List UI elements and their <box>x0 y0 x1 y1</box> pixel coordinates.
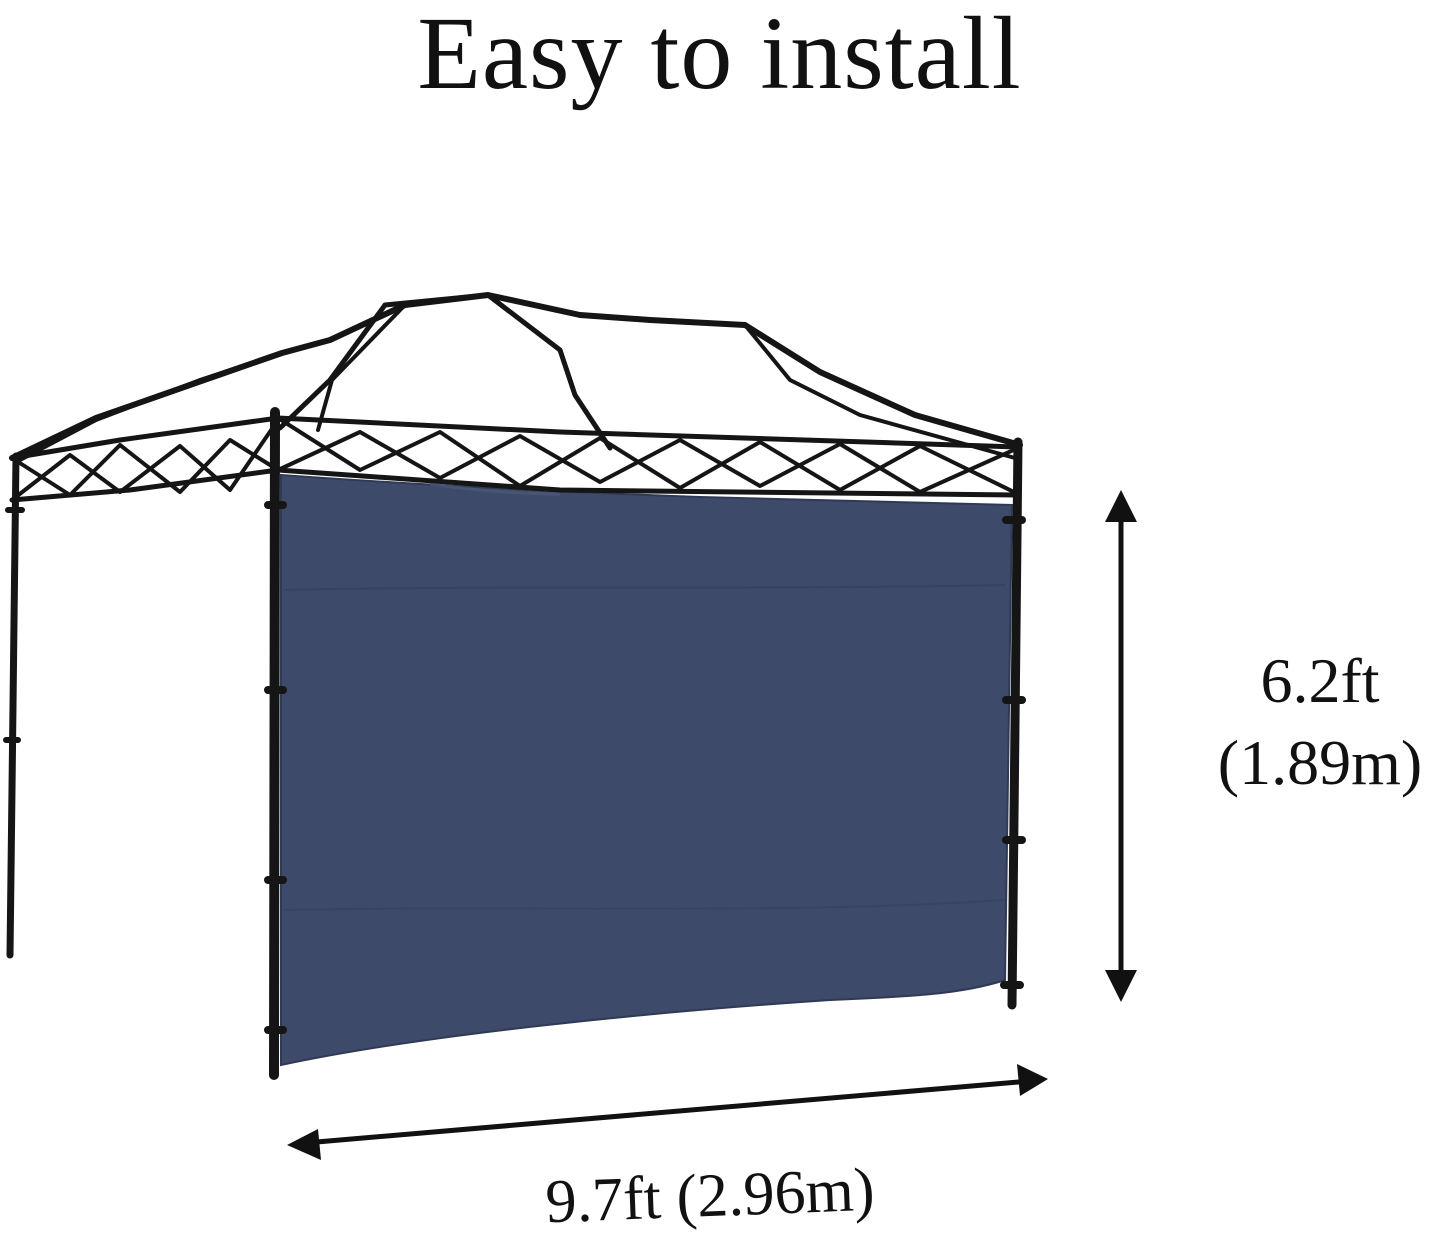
height-ft-label: 6.2ft <box>1260 645 1380 716</box>
page-title: Easy to install <box>417 0 1022 111</box>
width-arrow <box>287 1064 1048 1160</box>
arrow-down-icon <box>1105 970 1137 1002</box>
arrow-up-icon <box>1105 490 1137 522</box>
arrow-right-icon <box>1017 1064 1048 1096</box>
height-m-label: (1.89m) <box>1217 726 1423 798</box>
arrow-left-icon <box>287 1129 321 1160</box>
canopy-frame <box>3 292 1026 1080</box>
height-arrow <box>1105 490 1137 1002</box>
height-dimension-label: 6.2ft (1.89m) <box>1180 640 1439 804</box>
sidewall-panel <box>280 473 1014 1067</box>
